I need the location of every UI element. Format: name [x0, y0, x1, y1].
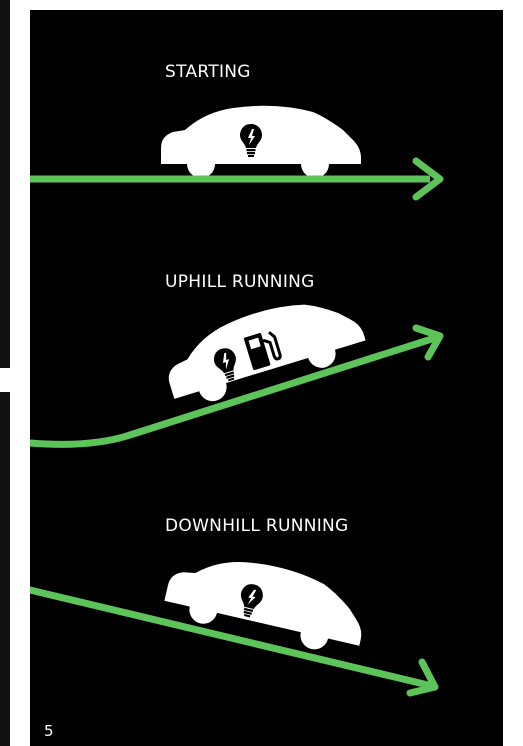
scene-label-downhill: DOWNHILL RUNNING	[165, 516, 349, 536]
arrow-head-downhill	[410, 662, 435, 693]
diagram-panel: STARTING UPHILL RUNNING DOWNHILL RUNNING…	[30, 10, 503, 746]
car-downhill	[161, 544, 372, 659]
scene-label-uphill: UPHILL RUNNING	[165, 272, 315, 292]
scene-downhill	[30, 544, 435, 693]
left-edge-bar-bottom	[0, 392, 10, 746]
diagram-canvas	[30, 10, 503, 746]
scene-uphill	[30, 285, 440, 445]
car-starting	[161, 106, 361, 178]
left-edge-bar-top	[0, 0, 10, 368]
scene-label-starting: STARTING	[165, 62, 251, 82]
scene-starting	[30, 106, 440, 197]
page-number: 5	[44, 722, 54, 740]
